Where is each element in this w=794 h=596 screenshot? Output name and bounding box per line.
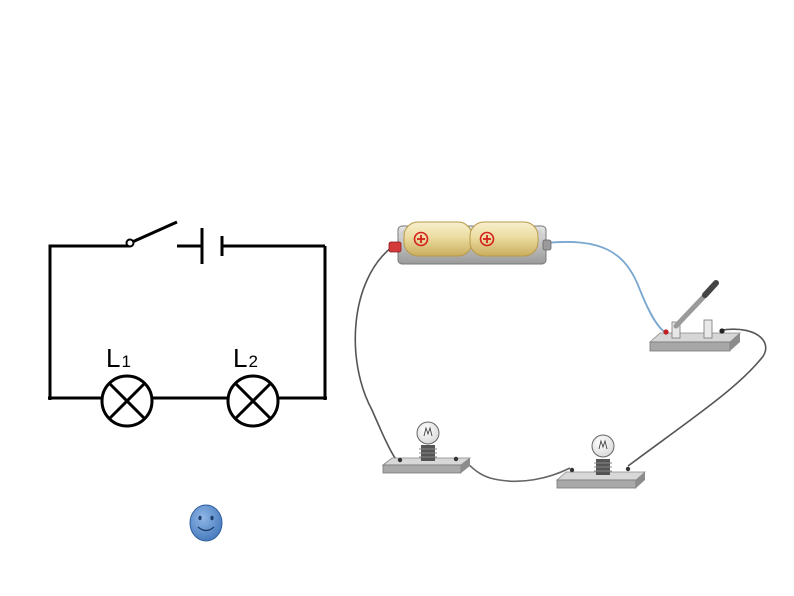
wire-battery-to-switch (544, 241, 667, 334)
lamp-l1-icon (100, 374, 154, 428)
schematic-diagram (48, 220, 327, 428)
wire-lamp1-to-lamp2 (459, 459, 571, 483)
lamp-l2-icon (226, 374, 280, 428)
battery-icon (177, 228, 325, 264)
lamp-l2-letter: L (233, 343, 248, 373)
lamp-l1-letter: L (106, 343, 121, 373)
pictorial-circuit (354, 221, 767, 489)
knife-switch-icon (648, 280, 742, 352)
battery-red-terminal (388, 241, 402, 253)
smiley-face-icon[interactable] (189, 504, 223, 542)
battery-plus-icon (479, 231, 495, 247)
battery-pack-icon (388, 221, 552, 265)
lamp-l2-index: 2 (248, 352, 258, 371)
lamp-l1-index: 1 (121, 352, 131, 371)
switch-icon (125, 220, 178, 248)
battery-plus-icon (413, 231, 429, 247)
lamp-l1-label: L1 (106, 343, 131, 374)
lamp-2-icon (555, 434, 647, 489)
lamp-1-icon (381, 421, 472, 474)
wire-switch-to-lamp2 (627, 328, 767, 467)
wire-battery-to-lamp1 (354, 246, 399, 463)
schematic-wire-top-left (48, 244, 130, 400)
lamp-l2-label: L2 (233, 343, 258, 374)
battery-gray-terminal (542, 239, 552, 251)
